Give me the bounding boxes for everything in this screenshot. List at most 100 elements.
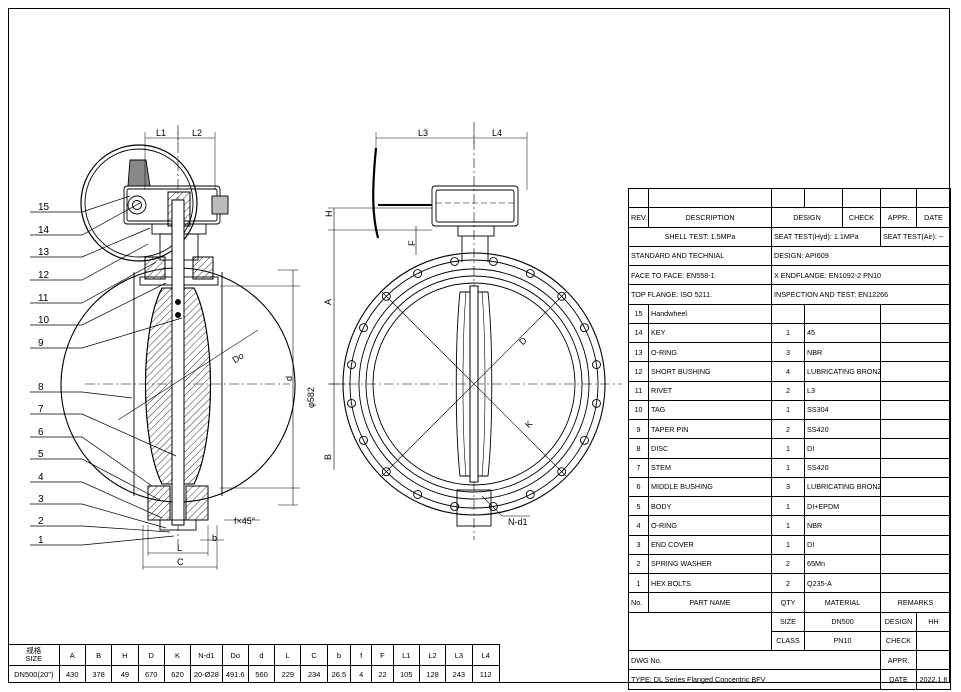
size-row: SIZE DN500 DESIGN HH bbox=[628, 611, 951, 651]
shell-test: SHELL TEST: 1.5MPa bbox=[628, 226, 772, 247]
part-remarks bbox=[880, 438, 951, 459]
part-name: O-RING bbox=[648, 515, 772, 536]
standard-row: STANDARD AND TECHNIAL DESIGN: API609 bbox=[628, 245, 951, 267]
spec-value-cell: 378 bbox=[84, 665, 113, 683]
spec-value-cell: 105 bbox=[392, 665, 420, 683]
inspection: INSPECTION AND TEST: EN12266 bbox=[771, 284, 951, 305]
bolt-hole bbox=[488, 257, 498, 266]
part-qty: 2 bbox=[771, 418, 805, 440]
spec-value-cell: 670 bbox=[137, 665, 165, 683]
bolt-hole bbox=[580, 323, 589, 333]
part-material: NBR bbox=[804, 515, 881, 536]
part-no: 3 bbox=[628, 534, 649, 555]
spec-header-cell: C bbox=[300, 644, 328, 666]
bolt-hole bbox=[450, 502, 460, 511]
balloon-label: 2 bbox=[38, 516, 44, 527]
bolt-hole bbox=[592, 398, 601, 408]
design-value: HH bbox=[916, 611, 951, 632]
class-value: PN10 bbox=[804, 630, 881, 652]
appr-header: APPR. bbox=[880, 207, 917, 228]
spec-value-cell: 620 bbox=[163, 665, 192, 683]
dim-L3: L3 bbox=[418, 128, 428, 138]
part-remarks bbox=[880, 303, 951, 324]
part-qty: 2 bbox=[771, 380, 805, 401]
dim-D: D bbox=[517, 335, 529, 347]
balloon-leaders bbox=[30, 195, 183, 546]
dim-Nd1: N-d1 bbox=[508, 517, 528, 527]
description-header: DESCRIPTION bbox=[648, 207, 772, 228]
balloon-label: 3 bbox=[38, 494, 44, 505]
bolt-hole bbox=[347, 360, 356, 370]
spec-header-cell: H bbox=[111, 644, 139, 666]
part-qty: 1 bbox=[771, 322, 805, 344]
bolt-hole bbox=[359, 323, 368, 333]
dim-F: F bbox=[407, 240, 417, 246]
part-remarks bbox=[880, 399, 951, 421]
part-qty: 1 bbox=[771, 515, 805, 536]
spec-value-cell: 491.6 bbox=[221, 665, 249, 683]
no-header: No. bbox=[628, 592, 649, 613]
dim-B: B bbox=[323, 454, 333, 460]
spec-value-cell: 560 bbox=[247, 665, 276, 683]
part-material: NBR bbox=[804, 341, 881, 363]
dim-A: A bbox=[323, 299, 333, 305]
flange-row: TOP FLANGE: ISO 5211. INSPECTION AND TES… bbox=[628, 284, 951, 305]
spec-header-cell: K bbox=[163, 644, 192, 666]
part-qty: 2 bbox=[771, 572, 805, 594]
part-material: L3 bbox=[804, 380, 881, 401]
part-name: BODY bbox=[648, 495, 772, 517]
part-material: SS304 bbox=[804, 399, 881, 421]
spec-value-cell: 26.5 bbox=[326, 665, 352, 683]
spec-header-cell: N-d1 bbox=[190, 644, 223, 666]
spec-value-cell: 112 bbox=[471, 665, 501, 683]
dim-Do: Do bbox=[230, 351, 245, 366]
design-label: DESIGN bbox=[880, 611, 917, 632]
remarks-header: REMARKS bbox=[880, 592, 951, 613]
part-remarks bbox=[880, 515, 951, 536]
appr-label: APPR. bbox=[880, 649, 917, 671]
part-remarks bbox=[880, 553, 951, 575]
side-section-view bbox=[60, 125, 300, 570]
part-no: 2 bbox=[628, 553, 649, 575]
bolt-hole bbox=[488, 502, 498, 511]
part-name: END COVER bbox=[648, 534, 772, 555]
dim-C: C bbox=[177, 557, 184, 567]
part-no: 12 bbox=[628, 361, 649, 382]
material-header: MATERIAL bbox=[804, 592, 881, 613]
part-name: KEY bbox=[648, 322, 772, 344]
part-material: DI+EPDM bbox=[804, 495, 881, 517]
title-block: REV. DESCRIPTION DESIGN CHECK APPR. DATE… bbox=[628, 187, 951, 690]
dim-d: d bbox=[284, 376, 294, 381]
balloon-label: 8 bbox=[38, 382, 44, 393]
part-remarks bbox=[880, 341, 951, 363]
part-remarks bbox=[880, 418, 951, 440]
dim-L4: L4 bbox=[492, 128, 502, 138]
spec-header-cell: L3 bbox=[445, 644, 473, 666]
part-material: DI bbox=[804, 534, 881, 555]
bolt-hole bbox=[525, 490, 535, 499]
qty-header: QTY bbox=[771, 592, 805, 613]
size-corner-en: SIZE bbox=[25, 654, 43, 663]
date-value: 2022.1.6 bbox=[916, 669, 951, 690]
part-no: 11 bbox=[628, 380, 649, 401]
part-remarks bbox=[880, 361, 951, 382]
part-no: 7 bbox=[628, 457, 649, 478]
spec-value-cell: 22 bbox=[371, 665, 394, 683]
part-no: 14 bbox=[628, 322, 649, 344]
bolt-hole bbox=[557, 291, 567, 301]
part-qty bbox=[771, 303, 805, 324]
spec-value-cell: 4 bbox=[350, 665, 373, 683]
dimension-labels: L1 L2 L3 L4 H F A B Do d φ582 L C b f×45… bbox=[156, 128, 534, 567]
class-label: CLASS bbox=[771, 630, 805, 652]
part-qty: 4 bbox=[771, 361, 805, 382]
part-material: Q235-A bbox=[804, 572, 881, 594]
